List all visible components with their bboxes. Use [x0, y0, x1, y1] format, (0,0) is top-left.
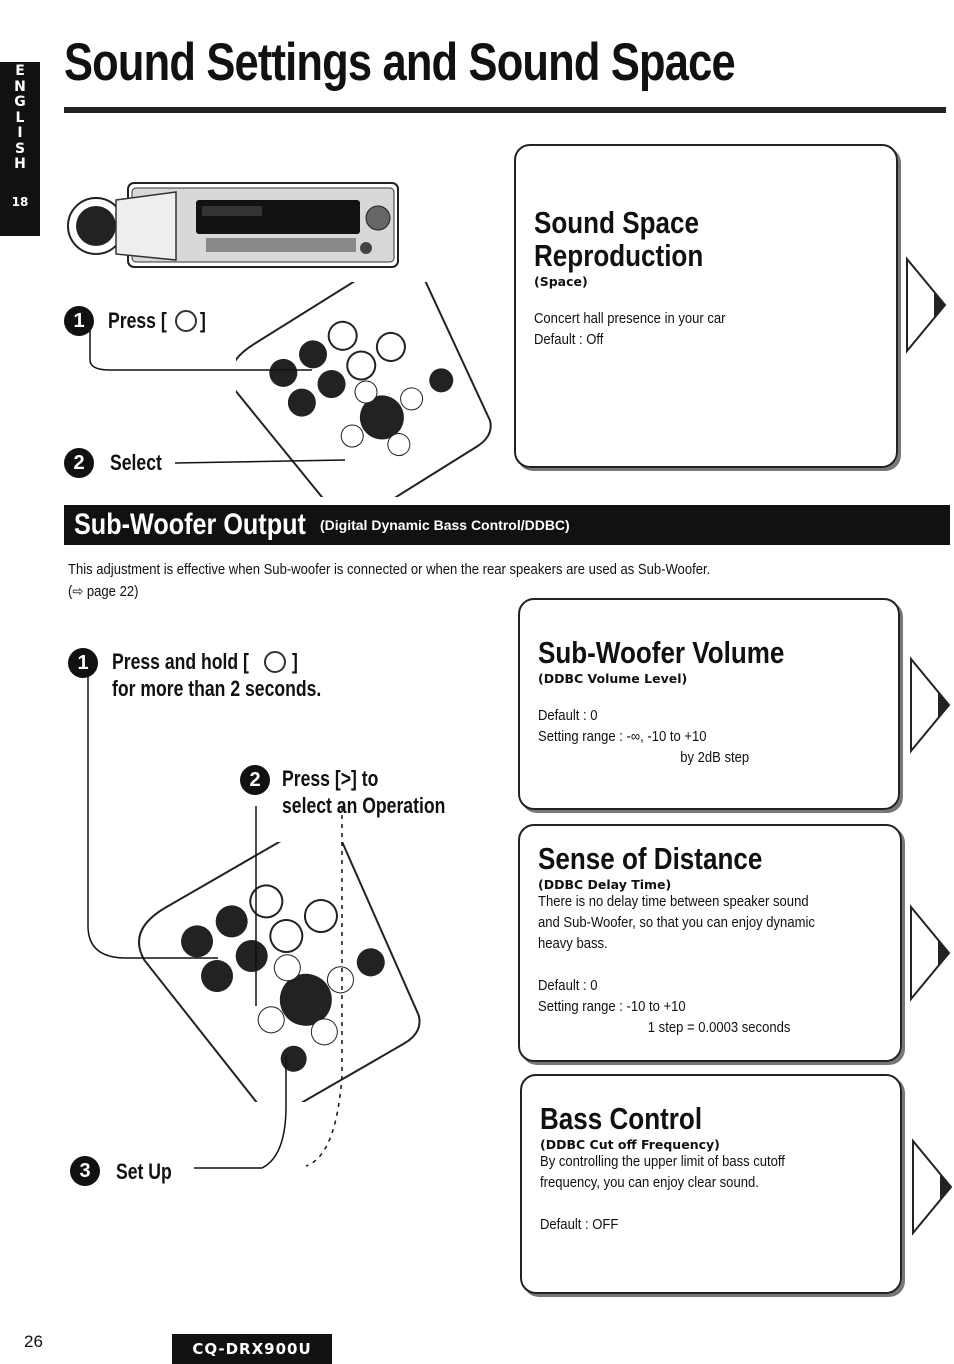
callout-lines-bottom — [87, 676, 343, 1169]
section-subtitle: (Digital Dynamic Bass Control/DDBC) — [320, 517, 570, 533]
sub-step-1-line2: for more than 2 seconds. — [112, 676, 322, 701]
sense-of-distance-line: There is no delay time between speaker s… — [538, 894, 809, 910]
sub-step-number-3: 3 — [70, 1156, 100, 1186]
side-tab-letter: G — [14, 94, 26, 110]
right-arrow-icon — [912, 1138, 953, 1236]
right-arrow-icon — [910, 656, 951, 754]
page-number: 26 — [24, 1332, 43, 1351]
language-side-tab: E N G L I S H 18 — [0, 62, 40, 236]
sense-of-distance-title: Sense of Distance — [538, 841, 763, 876]
side-tab-letter: N — [14, 78, 26, 95]
page-title: Sound Settings and Sound Space — [64, 33, 736, 92]
sub-woofer-volume-box: Sub-Woofer Volume (DDBC Volume Level) De… — [518, 598, 900, 810]
sense-of-distance-box: Sense of Distance (DDBC Delay Time) Ther… — [518, 824, 902, 1062]
step-2-label: Select — [110, 450, 162, 475]
bass-control-title: Bass Control — [540, 1101, 703, 1136]
intro-line-2: (⇨ page 22) — [68, 584, 139, 600]
sound-space-body: Concert hall presence in your car Defaul… — [534, 309, 844, 351]
sense-of-distance-line: Default : 0 — [538, 978, 598, 994]
step-number-1: 1 — [64, 306, 94, 336]
sub-step-number-1: 1 — [68, 648, 98, 678]
sound-space-box: Sound Space Reproduction (Space) Concert… — [514, 144, 898, 468]
sub-woofer-volume-line: Default : 0 — [538, 708, 598, 724]
callout-lines-top — [89, 330, 346, 464]
sub-woofer-volume-line: by 2dB step — [680, 750, 750, 766]
sense-of-distance-subtitle: (DDBC Delay Time) — [538, 877, 672, 892]
sub-woofer-volume-title: Sub-Woofer Volume — [538, 635, 785, 670]
sound-space-title-line2: Reproduction — [534, 238, 704, 273]
bass-control-body: By controlling the upper limit of bass c… — [540, 1152, 848, 1236]
sub-step-2-line2: select an Operation — [282, 793, 446, 818]
model-badge: CQ-DRX900U — [172, 1334, 332, 1364]
sub-woofer-volume-line: Setting range : -∞, -10 to +10 — [538, 729, 707, 745]
sub-step-2-line1: Press [>] to — [282, 766, 379, 791]
side-tab-letter: L — [15, 109, 25, 126]
sub-step-1-line1-end: ] — [292, 649, 298, 674]
bass-control-line: Default : OFF — [540, 1217, 619, 1233]
intro-line-1: This adjustment is effective when Sub-wo… — [68, 562, 711, 578]
bass-control-line: By controlling the upper limit of bass c… — [540, 1154, 785, 1170]
sense-of-distance-line: Setting range : -10 to +10 — [538, 999, 686, 1015]
right-arrow-icon — [910, 904, 951, 1002]
sub-step-2: Press [>] to select an Operation — [282, 765, 486, 819]
head-unit-illustration — [67, 182, 399, 268]
sel-button-icon — [264, 650, 286, 673]
sub-step-number-2: 2 — [240, 765, 270, 795]
step-1-label: Press [ — [108, 308, 167, 333]
sense-of-distance-line: 1 step = 0.0003 seconds — [647, 1020, 791, 1036]
sel-button-icon — [175, 309, 197, 332]
sound-space-line: Concert hall presence in your car — [534, 311, 726, 327]
sub-woofer-volume-body: Default : 0 Setting range : -∞, -10 to +… — [538, 706, 846, 769]
bass-control-line: frequency, you can enjoy clear sound. — [540, 1175, 759, 1191]
sense-of-distance-body: There is no delay time between speaker s… — [538, 892, 848, 1039]
remote-control-illustration-bottom — [138, 842, 421, 1102]
side-tab-letter: I — [17, 125, 23, 141]
sound-space-subtitle: (Space) — [534, 274, 588, 289]
step-number-2: 2 — [64, 448, 94, 478]
sense-of-distance-line: heavy bass. — [538, 936, 608, 952]
side-tab-letter: S — [14, 140, 26, 157]
sound-space-title-line1: Sound Space — [534, 205, 699, 240]
bass-control-box: Bass Control (DDBC Cut off Frequency) By… — [520, 1074, 902, 1294]
sub-step-1-line1: Press and hold [ — [112, 649, 249, 674]
right-arrow-icon — [906, 256, 947, 354]
sub-step-3-label: Set Up — [116, 1159, 172, 1184]
sound-space-line: Default : Off — [534, 332, 604, 348]
title-rule — [64, 107, 946, 113]
step-1-press: Press [ ] — [108, 307, 207, 334]
remote-control-illustration-top — [236, 282, 492, 497]
side-tab-letter: E — [15, 63, 25, 79]
sub-woofer-volume-subtitle: (DDBC Volume Level) — [538, 671, 688, 686]
intro-text: This adjustment is effective when Sub-wo… — [68, 559, 710, 603]
side-tab-letter: H — [14, 156, 26, 172]
bass-control-subtitle: (DDBC Cut off Frequency) — [540, 1137, 720, 1152]
sub-step-1: Press and hold [ ] for more than 2 secon… — [112, 648, 374, 702]
sense-of-distance-line: and Sub-Woofer, so that you can enjoy dy… — [538, 915, 815, 931]
side-tab-number: 18 — [11, 194, 29, 209]
section-header-sub-woofer-output: Sub-Woofer Output (Digital Dynamic Bass … — [64, 505, 950, 545]
section-title: Sub-Woofer Output — [74, 508, 306, 541]
step-1-label-end: ] — [200, 308, 206, 333]
